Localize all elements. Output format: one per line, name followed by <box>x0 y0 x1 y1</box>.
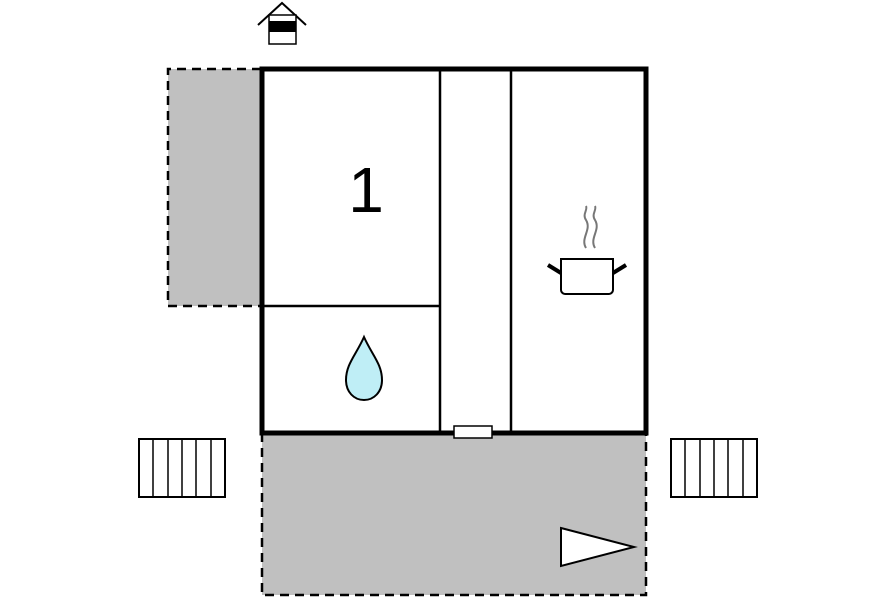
stairs-icon <box>670 438 758 498</box>
direction-arrow-icon <box>560 526 638 568</box>
house-entrance-icon <box>257 1 307 45</box>
door-icon <box>453 425 493 439</box>
room-label-bedroom: 1 <box>348 154 384 226</box>
terrace-bottom <box>260 433 648 597</box>
terrace-left <box>166 67 261 308</box>
cooking-pot-icon <box>546 205 628 295</box>
house-outline <box>259 66 649 436</box>
water-drop-icon <box>344 334 384 402</box>
stairs-icon <box>138 438 226 498</box>
